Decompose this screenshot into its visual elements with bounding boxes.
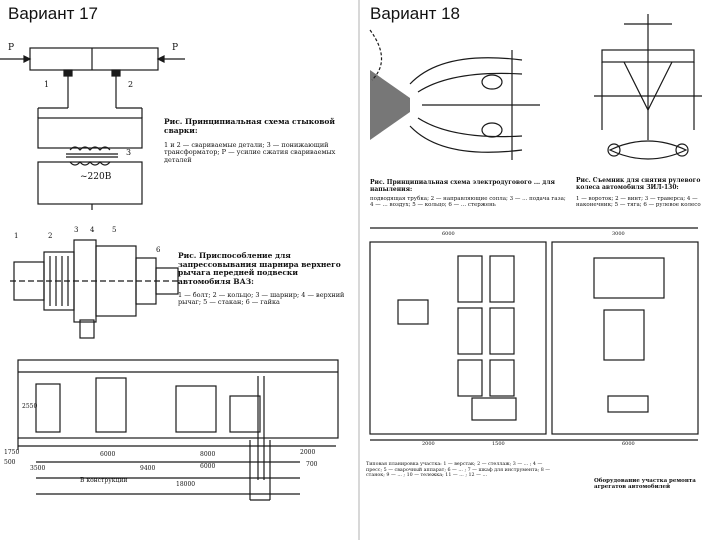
puller-caption-body: 1 — вороток; 2 — винт; 3 — траверса; 4 —… [576,196,701,209]
fig2-caption-body: 1 — болт; 2 — кольцо; 3 — шарнир; 4 — ве… [178,291,345,307]
fig2-label-4: 4 [90,226,95,234]
plan-caption-right: Оборудование участка ремонта агрегатов а… [594,478,696,491]
variant-18-panel: Вариант 18 [362,0,720,540]
nozzle-caption-title: Рис. Принципиальная схема электродуговог… [370,179,555,193]
label-2: 2 [128,80,134,89]
fig1-caption-body: 1 и 2 — свариваемые детали; 3 — понижающ… [164,141,336,164]
fig2-caption-title: Рис. Приспособление для запрессовывания … [178,251,341,286]
fig2-label-2: 2 [48,232,53,240]
fig2-label-6: 6 [156,246,161,254]
press-fixture-drawing [10,239,182,339]
butt-welding-scheme [0,47,185,210]
floor-plan-drawing [369,227,699,441]
column-divider [358,0,360,540]
label-p-left: P [8,43,15,53]
voltage-label: ~220В [80,172,112,182]
dim-700: 700 [306,461,318,468]
puller-caption-title: Рис. Съемник для снятия рулевого колеса … [576,177,701,191]
dim-18000: 18000 [176,481,196,488]
fig2-label-1: 1 [14,232,19,240]
plan-caption-left: Типовая планировка участка: 1 — верстак;… [366,462,551,479]
dim-2550: 2550 [22,403,38,410]
wheel-puller-drawing [594,14,702,160]
plan-dim-3: 2000 [422,441,435,447]
plan-dim-2: 3000 [612,231,625,237]
section-note: В конструкции [80,477,128,484]
dim-2000: 2000 [300,449,316,456]
dim-6000-b: 6000 [200,463,216,470]
plan-dim-5: 6000 [622,441,635,447]
dim-500: 500 [4,459,16,466]
dim-9400: 9400 [140,465,156,472]
spray-nozzle-drawing [369,29,540,160]
right-drawings [369,14,702,441]
plan-dim-4: 1500 [492,441,505,447]
label-1: 1 [44,80,50,89]
fig2-label-3: 3 [74,226,79,234]
dim-1750: 1750 [4,449,20,456]
fig1-caption-title: Рис. Принципиальная схема стыковой сварк… [164,117,335,135]
plan-dim-1: 6000 [442,231,455,237]
variant-18-title: Вариант 18 [370,4,461,23]
dim-8000: 8000 [200,451,216,458]
section-drawing [17,359,339,501]
label-3: 3 [126,148,132,157]
variant-17-panel: Вариант 17 [0,0,356,540]
fig2-label-5: 5 [112,226,117,234]
variant-17-title: Вариант 17 [8,4,99,23]
left-drawings [0,47,339,501]
nozzle-caption-body: подводящая трубка; 2 — направляющие сопл… [370,196,566,209]
dim-6000-a: 6000 [100,451,116,458]
dim-3500: 3500 [30,465,46,472]
label-p-right: P [172,43,179,53]
